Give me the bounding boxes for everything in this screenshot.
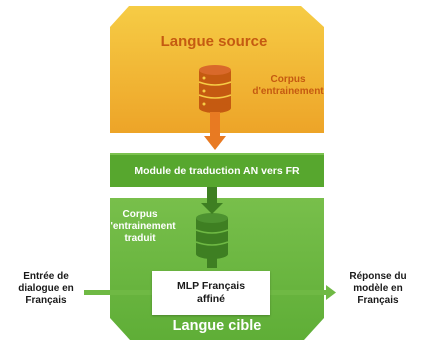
target-corpus-line: traduit [124, 232, 156, 244]
arrow-corpus-to-mlp [207, 258, 217, 268]
target-language-title: Langue cible [172, 318, 262, 334]
target-corpus-line: Corpus [122, 209, 158, 220]
arrow-source-to-module [204, 112, 226, 150]
source-corpus-line: Corpus [270, 74, 306, 85]
source-database-icon [198, 65, 232, 113]
output-label: Réponse du modèle en Français [336, 271, 420, 306]
target-corpus-label: Corpus d'entrainement traduit [100, 209, 180, 244]
output-label-line: Réponse du [349, 271, 407, 282]
mlp-line: MLP Français [176, 280, 246, 293]
mlp-model-box: MLP Français affiné [152, 271, 270, 315]
translation-module: Module de traduction AN vers FR [110, 153, 324, 187]
mlp-line: affiné [196, 293, 225, 305]
target-database-icon [195, 213, 229, 259]
source-corpus-line: d'entrainement [252, 85, 324, 97]
output-arrow [270, 285, 336, 300]
input-label: Entrée de dialogue en Français [6, 271, 86, 306]
input-label-line: Français [25, 294, 67, 306]
output-label-line: modèle en [353, 282, 403, 294]
output-label-line: Français [357, 294, 399, 306]
arrow-module-to-corpus [201, 187, 223, 214]
target-corpus-line: d'entrainement [104, 220, 176, 232]
input-arrow [84, 290, 152, 295]
input-label-line: dialogue en [18, 282, 74, 294]
source-language-title: Langue source [160, 33, 268, 50]
input-label-line: Entrée de [23, 271, 69, 282]
source-corpus-label: Corpus d'entrainement [248, 74, 328, 98]
